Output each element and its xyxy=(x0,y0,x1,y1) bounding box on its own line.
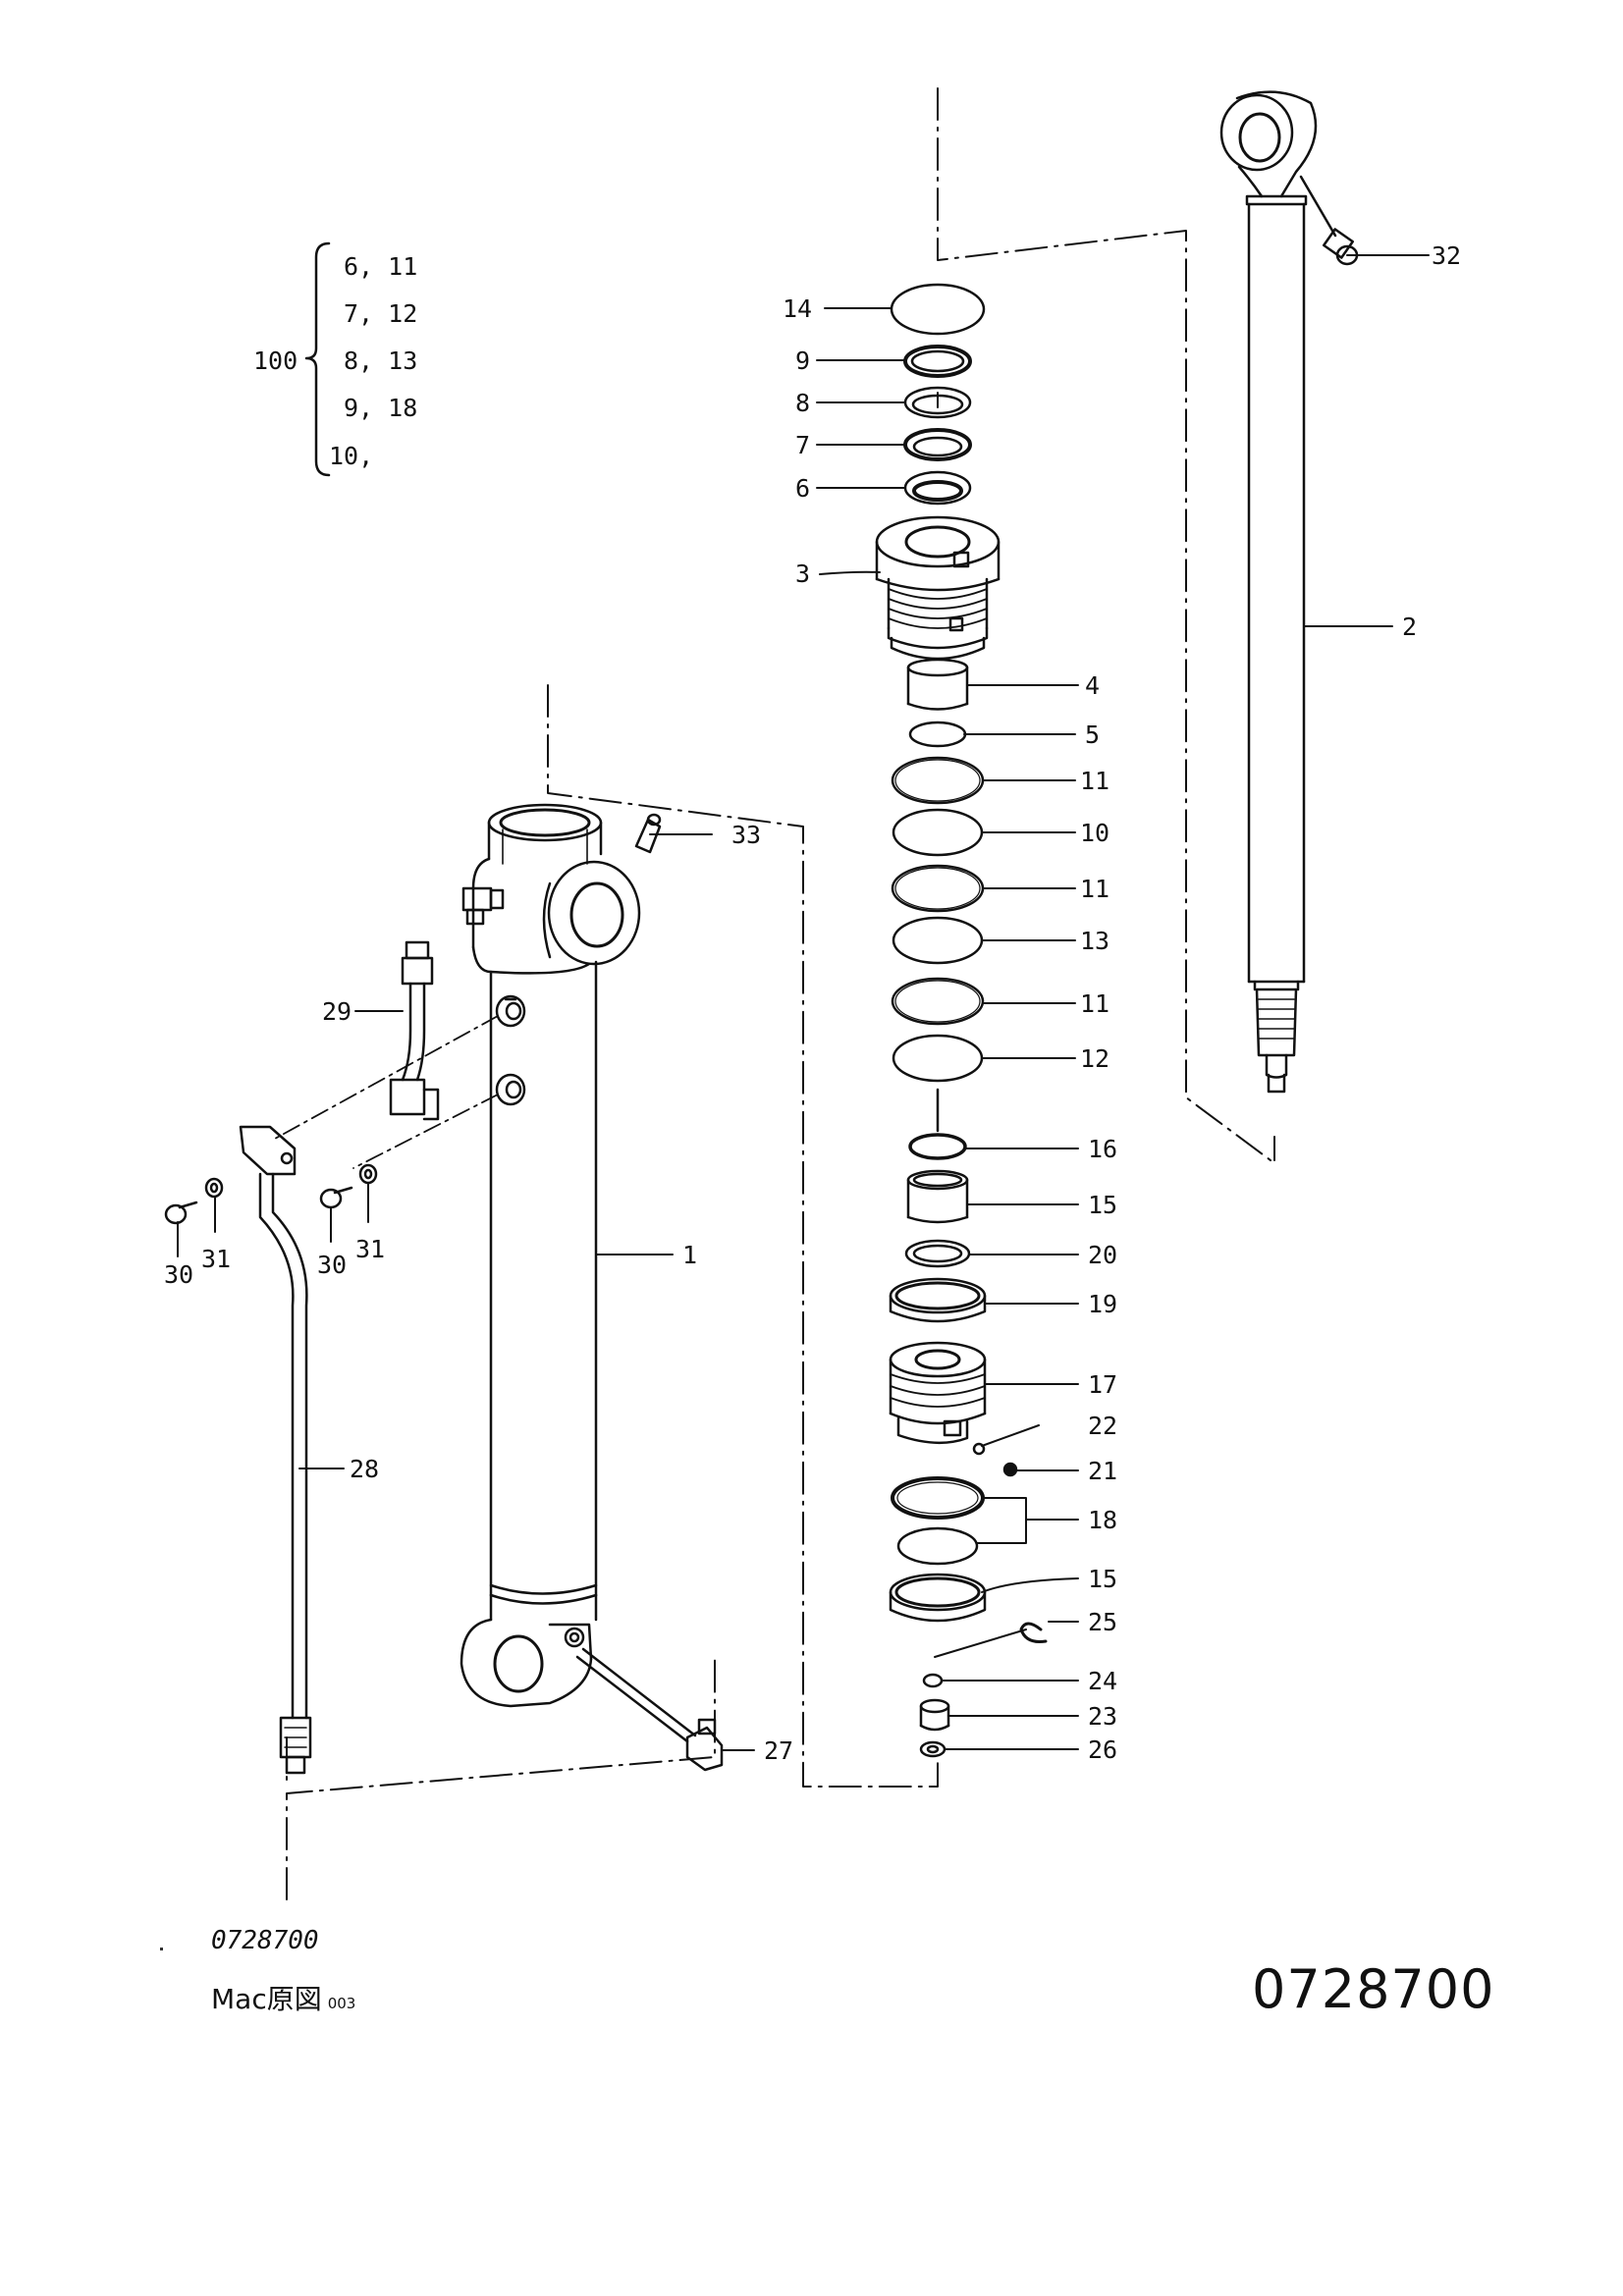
grease-plug-32 xyxy=(1299,175,1359,266)
wear-ring-15-lower xyxy=(889,1573,987,1623)
wear-ring-19 xyxy=(889,1277,987,1323)
callout-29: 29 xyxy=(322,997,352,1026)
retaining-ring-25 xyxy=(1019,1622,1048,1643)
callout-7: 7 xyxy=(795,431,811,459)
callout-12: 12 xyxy=(1080,1044,1110,1073)
ring-16 xyxy=(908,1133,967,1160)
piston-17 xyxy=(889,1341,987,1445)
ball-22 xyxy=(972,1442,986,1456)
callout-2: 2 xyxy=(1402,613,1418,641)
kit-brace xyxy=(304,241,331,477)
kit-row: 7, 12 xyxy=(344,299,418,328)
callout-10: 10 xyxy=(1080,819,1110,847)
callout-22: 22 xyxy=(1088,1412,1118,1440)
kit-row: 9, 18 xyxy=(344,394,418,422)
bushing-4 xyxy=(906,658,969,711)
elbow-fitting-27 xyxy=(575,1647,724,1772)
pipe-28 xyxy=(239,1125,312,1775)
callout-30: 30 xyxy=(164,1260,194,1289)
leader-lines xyxy=(177,254,1430,1751)
callout-9: 9 xyxy=(795,347,811,375)
drawing-code: 0728700 xyxy=(211,1926,319,1955)
callout-16: 16 xyxy=(1088,1135,1118,1163)
callout-3: 3 xyxy=(795,560,811,588)
callout-11: 11 xyxy=(1080,767,1110,795)
source-note: Mac原図 003 xyxy=(211,1978,355,2017)
grease-fitting-33 xyxy=(634,813,662,854)
elbow-fitting-upper xyxy=(461,886,505,926)
callout-24: 24 xyxy=(1088,1667,1118,1695)
bushing-15-upper xyxy=(906,1169,969,1224)
callout-25: 25 xyxy=(1088,1608,1118,1636)
callout-32: 32 xyxy=(1432,241,1462,270)
callout-13: 13 xyxy=(1080,927,1110,955)
kit-row: 6, 11 xyxy=(344,252,418,281)
callout-4: 4 xyxy=(1085,671,1101,700)
callout-28: 28 xyxy=(350,1455,380,1483)
callout-11: 11 xyxy=(1080,989,1110,1018)
pipe-29 xyxy=(389,940,440,1121)
callout-31: 31 xyxy=(201,1245,232,1273)
washer-26 xyxy=(919,1740,947,1758)
source-note-text: Mac原図 xyxy=(211,1983,322,2015)
alignment-lines xyxy=(286,87,1275,1900)
washer-26-hole xyxy=(926,1744,940,1754)
washer-24 xyxy=(922,1673,944,1688)
callout-15: 15 xyxy=(1088,1565,1118,1593)
callout-17: 17 xyxy=(1088,1370,1118,1399)
kit-row: 10, xyxy=(329,442,374,470)
kit-number: 100 xyxy=(253,347,298,375)
piston-rod xyxy=(1219,90,1318,1094)
callout-1: 1 xyxy=(682,1241,698,1269)
snap-ring-5 xyxy=(908,721,967,748)
callout-27: 27 xyxy=(764,1736,794,1765)
title-code: 0728700 xyxy=(1252,1958,1495,2020)
callout-5: 5 xyxy=(1085,721,1101,749)
callout-21: 21 xyxy=(1088,1457,1118,1485)
stray-dot xyxy=(160,1948,163,1950)
cylinder-tube-1 xyxy=(460,803,641,1708)
callout-15: 15 xyxy=(1088,1191,1118,1219)
callout-6: 6 xyxy=(795,474,811,503)
bolt-washer-left xyxy=(164,1177,224,1225)
ring-20-inner xyxy=(912,1244,963,1263)
rings xyxy=(891,756,985,1083)
callout-23: 23 xyxy=(1088,1702,1118,1731)
callout-31: 31 xyxy=(355,1235,386,1263)
callout-14: 14 xyxy=(783,294,813,323)
callout-33: 33 xyxy=(731,821,762,849)
set-screw-21 xyxy=(1002,1462,1018,1477)
callout-11: 11 xyxy=(1080,875,1110,903)
callout-30: 30 xyxy=(317,1251,348,1279)
callout-8: 8 xyxy=(795,389,811,417)
kit-row: 8, 13 xyxy=(344,347,418,375)
port-bolts xyxy=(274,994,526,1169)
callout-19: 19 xyxy=(1088,1290,1118,1318)
callout-20: 20 xyxy=(1088,1241,1118,1269)
callout-26: 26 xyxy=(1088,1735,1118,1764)
callout-18: 18 xyxy=(1088,1506,1118,1534)
seal-set-18 xyxy=(891,1476,985,1566)
sleeve-23 xyxy=(919,1698,950,1732)
source-sub: 003 xyxy=(327,1995,356,2012)
rod-cover-3 xyxy=(875,515,1001,661)
